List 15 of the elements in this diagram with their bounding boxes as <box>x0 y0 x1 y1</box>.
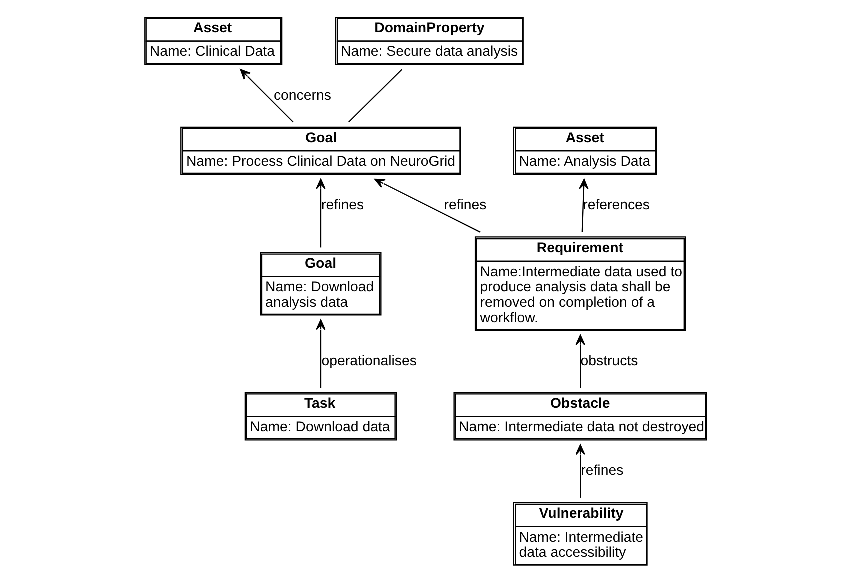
edge-label: concerns <box>274 88 332 104</box>
edge-label: refines <box>581 463 624 480</box>
edge-label: references <box>583 198 650 214</box>
edge-label: refines <box>322 198 364 214</box>
arrow <box>576 444 586 498</box>
arrow <box>316 320 326 388</box>
edge-label: obstructs <box>580 353 638 370</box>
connector <box>348 69 402 123</box>
edge-label: refines <box>444 198 487 214</box>
arrow <box>316 178 326 248</box>
arrow <box>579 178 589 232</box>
edge-label: operationalises <box>322 353 417 370</box>
arrow <box>240 69 294 123</box>
arrow <box>576 334 586 388</box>
arrow <box>374 178 481 233</box>
